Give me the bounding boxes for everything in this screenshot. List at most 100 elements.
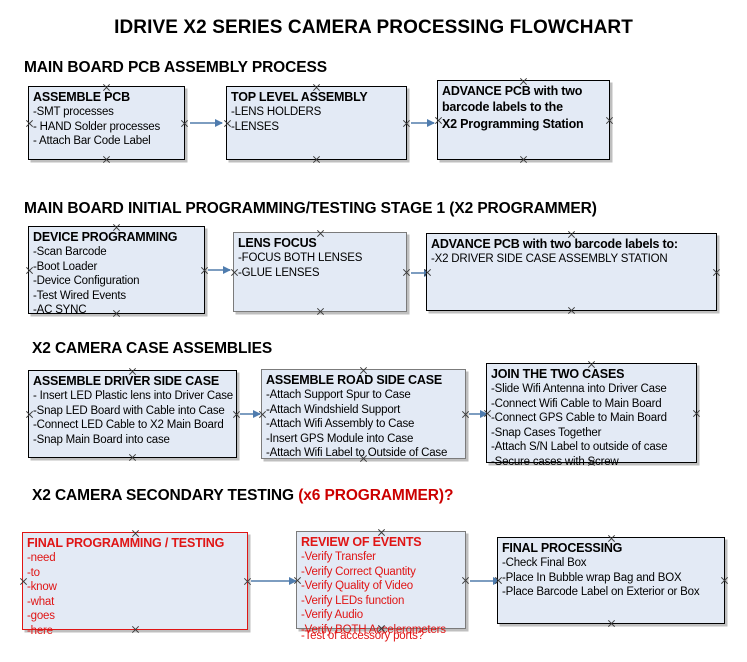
box-line: -Verify Correct Quantity: [301, 565, 416, 578]
box-line: -Attach Wifi Assembly to Case: [266, 418, 415, 430]
page-title: IDRIVE X2 SERIES CAMERA PROCESSING FLOWC…: [114, 17, 633, 38]
connector-handle-bottom[interactable]: [607, 619, 616, 628]
connector-handle-bottom[interactable]: [316, 307, 325, 316]
box-assemble-pcb[interactable]: ASSEMBLE PCB -SMT processes - HAND Solde…: [28, 86, 185, 160]
box-line: - Insert LED Plastic lens into Driver Ca…: [33, 390, 233, 402]
arrow-review-to-final-processing: [470, 576, 501, 585]
connector-handle-bottom[interactable]: [128, 453, 137, 462]
arrow-device-programming-to-lens-focus: [208, 265, 231, 274]
box-line: -Snap Cases Together: [491, 426, 602, 439]
box-advance-pcb-x2-station[interactable]: ADVANCE PCB with two barcode labels to t…: [437, 80, 610, 160]
box-line: -Insert GPS Module into Case: [266, 432, 414, 445]
box-line: -Test Wired Events: [33, 289, 126, 302]
box-line: -need: [27, 552, 56, 564]
box-line: -LENS HOLDERS: [231, 106, 322, 118]
box-line: -Snap LED Board with Cable into Case: [33, 404, 225, 417]
box-line: -X2 DRIVER SIDE CASE ASSEMBLY STATION: [431, 253, 668, 265]
box-line: -here: [27, 624, 53, 637]
section-heading-secondary-testing: X2 CAMERA SECONDARY TESTING (x6 PROGRAMM…: [32, 487, 453, 505]
section-heading-text: MAIN BOARD INITIAL PROGRAMMING/TESTING S…: [24, 200, 597, 217]
box-top-level-assembly[interactable]: TOP LEVEL ASSEMBLY -LENS HOLDERS -LENSES: [226, 86, 407, 160]
connector-handle-bottom[interactable]: [102, 155, 111, 164]
box-header: ADVANCE PCB with two barcode labels to:: [431, 237, 678, 251]
box-header: FINAL PROGRAMMING / TESTING: [27, 536, 225, 550]
box-line: -Verify BOTH Accelerometers: [301, 623, 446, 636]
box-review-of-events[interactable]: REVIEW OF EVENTS -Verify Transfer -Verif…: [296, 531, 466, 642]
arrow-assemble-pcb-to-top-level: [190, 118, 223, 127]
box-line: -goes: [27, 610, 55, 622]
box-header: ADVANCE PCB with two: [442, 84, 583, 98]
box-line: -Slide Wifi Antenna into Driver Case: [491, 383, 667, 395]
box-header: JOIN THE TWO CASES: [491, 367, 625, 381]
arrow-top-level-to-advance-pcb: [411, 118, 435, 127]
box-header: ASSEMBLE PCB: [33, 90, 130, 104]
arrow-road-case-to-join-cases: [469, 409, 488, 418]
section-heading-accent: (x6 PROGRAMMER)?: [298, 487, 454, 504]
box-line: -what: [27, 595, 55, 608]
box-line: - HAND Solder processes: [33, 120, 161, 133]
connector-handle-right[interactable]: [712, 268, 721, 277]
box-final-processing[interactable]: FINAL PROCESSING -Check Final Box -Place…: [497, 537, 725, 624]
connector-handle-bottom[interactable]: [312, 155, 321, 164]
box-line: -Snap Main Board into case: [33, 433, 170, 446]
box-line: -Connect GPS Cable to Main Board: [491, 412, 667, 424]
connector-handle-right[interactable]: [461, 576, 470, 585]
section-heading-text: X2 CAMERA SECONDARY TESTING: [32, 487, 299, 504]
box-line: -Verify Transfer: [301, 551, 376, 563]
box-line: -Verify Quality of Video: [301, 580, 413, 592]
box-line: -Attach Wifi Label to Outside of Case: [266, 447, 448, 459]
box-line: -Place Barcode Label on Exterior or Box: [502, 586, 700, 598]
section-heading-text: X2 CAMERA CASE ASSEMBLIES: [32, 340, 273, 357]
box-header: FINAL PROCESSING: [502, 541, 623, 555]
box-header: ASSEMBLE ROAD SIDE CASE: [266, 373, 442, 387]
box-line: -Attach Support Spur to Case: [266, 389, 411, 401]
box-line: -Scan Barcode: [33, 246, 107, 258]
box-header: LENS FOCUS: [238, 236, 317, 250]
connector-handle-right[interactable]: [402, 119, 411, 128]
box-line-overflow: -Test of accessory ports?: [301, 629, 424, 642]
box-line: -Attach S/N Label to outside of case: [491, 441, 668, 453]
section-heading-initial-programming: MAIN BOARD INITIAL PROGRAMMING/TESTING S…: [24, 200, 597, 218]
connector-handle-right[interactable]: [692, 409, 701, 418]
connector-handle-bottom[interactable]: [519, 155, 528, 164]
box-join-the-two-cases[interactable]: JOIN THE TWO CASES -Slide Wifi Antenna i…: [486, 363, 697, 468]
box-line: -Connect Wifi Cable to Main Board: [491, 397, 662, 410]
box-advance-pcb-driver-side[interactable]: ADVANCE PCB with two barcode labels to: …: [426, 233, 717, 311]
box-device-programming[interactable]: DEVICE PROGRAMMING -Scan Barcode -Boot L…: [28, 226, 205, 316]
box-line: -FOCUS BOTH LENSES: [238, 252, 363, 264]
box-header: ASSEMBLE DRIVER SIDE CASE: [33, 374, 220, 388]
box-line: X2 Programming Station: [442, 117, 584, 131]
box-line: barcode labels to the: [442, 100, 563, 114]
box-line: - Attach Bar Code Label: [33, 135, 151, 147]
box-line: -Boot Loader: [33, 260, 98, 273]
section-heading-case-assemblies: X2 CAMERA CASE ASSEMBLIES: [32, 340, 272, 358]
connector-handle-right[interactable]: [180, 119, 189, 128]
box-final-programming-testing[interactable]: FINAL PROGRAMMING / TESTING -need -to -k…: [22, 532, 248, 637]
box-lens-focus[interactable]: LENS FOCUS -FOCUS BOTH LENSES -GLUE LENS…: [233, 232, 407, 312]
box-assemble-driver-side-case[interactable]: ASSEMBLE DRIVER SIDE CASE - Insert LED P…: [28, 370, 237, 458]
box-assemble-road-side-case[interactable]: ASSEMBLE ROAD SIDE CASE -Attach Support …: [261, 369, 466, 459]
connector-handle-bottom[interactable]: [567, 306, 576, 315]
box-line: -GLUE LENSES: [238, 266, 320, 279]
box-line: -Place In Bubble wrap Bag and BOX: [502, 571, 682, 584]
box-line: -Connect LED Cable to X2 Main Board: [33, 419, 224, 431]
connector-handle-right[interactable]: [720, 576, 729, 585]
section-heading-pcb-assembly: MAIN BOARD PCB ASSEMBLY PROCESS: [24, 59, 327, 77]
box-line: -Verify Audio: [301, 609, 363, 621]
box-line: -SMT processes: [33, 106, 114, 118]
section-heading-text: MAIN BOARD PCB ASSEMBLY PROCESS: [24, 59, 327, 76]
box-line: -Attach Windshield Support: [266, 403, 401, 416]
box-line: -Verify LEDs function: [301, 594, 405, 607]
box-line: -know: [27, 581, 57, 593]
box-line: -to: [27, 566, 40, 579]
box-header: REVIEW OF EVENTS: [301, 535, 422, 549]
connector-handle-right[interactable]: [605, 116, 614, 125]
connector-handle-right[interactable]: [402, 268, 411, 277]
arrow-final-programming-to-review: [251, 576, 297, 585]
box-line: -LENSES: [231, 120, 279, 133]
arrow-driver-case-to-road-case: [240, 409, 261, 418]
box-line: -AC SYNC: [33, 304, 87, 316]
box-header: TOP LEVEL ASSEMBLY: [231, 90, 368, 104]
box-header: DEVICE PROGRAMMING: [33, 230, 178, 244]
